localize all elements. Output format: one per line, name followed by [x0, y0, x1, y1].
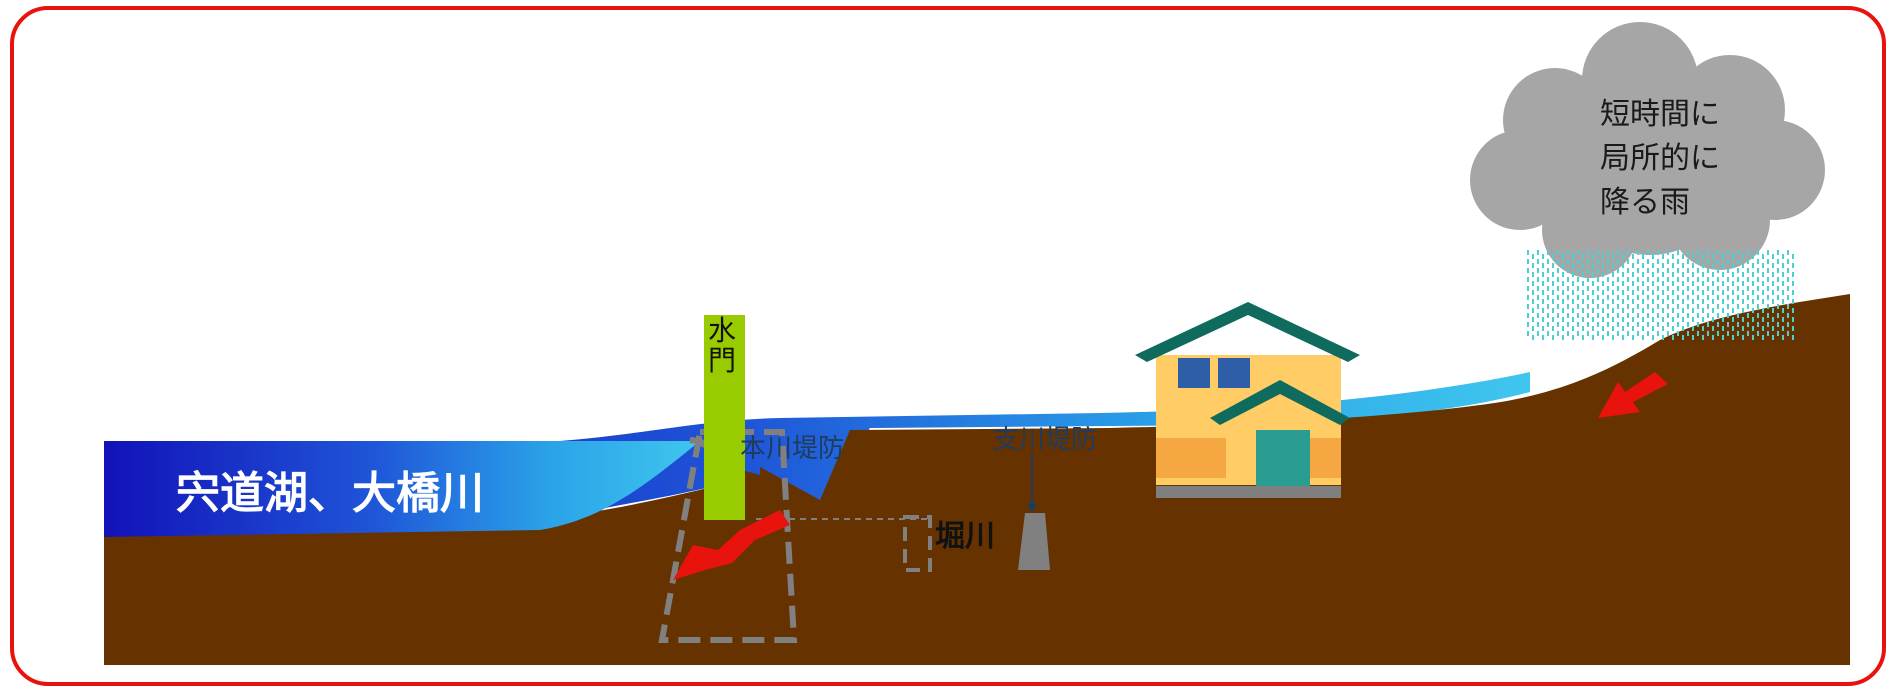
runoff-arrow — [1598, 372, 1668, 418]
ground — [104, 294, 1850, 665]
gate-label-char1: 水 — [708, 314, 736, 347]
lake-label: 宍道湖、大橋川 — [176, 468, 484, 519]
canal-levee — [903, 515, 932, 572]
canal-label: 堀川 — [935, 519, 995, 554]
branch-levee-label: 支川堤防 — [993, 425, 1097, 455]
cloud-text-line1: 短時間に — [1600, 97, 1720, 132]
rain-cloud — [1470, 22, 1825, 278]
main-levee — [658, 429, 798, 643]
gate-label-char2: 門 — [708, 344, 736, 377]
lake — [104, 441, 700, 537]
cloud-text-line2: 局所的に — [1600, 141, 1720, 176]
rain — [1527, 250, 1794, 340]
house — [1135, 302, 1360, 498]
gate-label: 水門 — [0, 0, 2, 1]
water-gate — [704, 315, 745, 520]
branch-levee — [1018, 513, 1050, 570]
outflow-arrow — [673, 510, 790, 580]
branch-levee-pointer-head — [1027, 503, 1037, 513]
main-levee-label: 本川堤防 — [740, 434, 844, 464]
cloud-text-line3: 降る雨 — [1600, 185, 1690, 220]
